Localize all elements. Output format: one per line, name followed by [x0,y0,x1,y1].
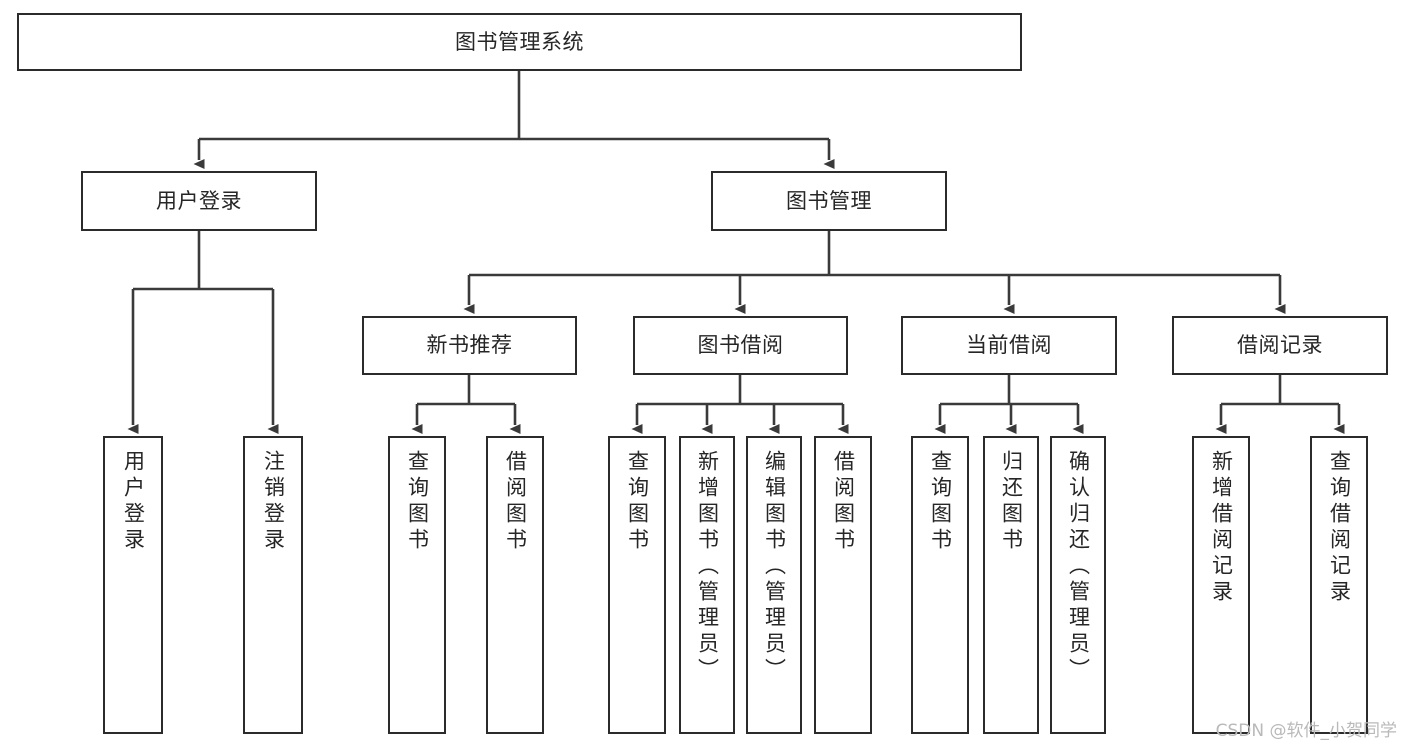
node-book-manage-label: 图书管理 [786,188,872,213]
leaf-query-book-3[interactable]: 查询图书 [911,436,969,734]
leaf-query-record-label: 查询借阅记录 [1327,450,1352,606]
node-book-borrow-label: 图书借阅 [697,333,784,358]
leaf-return-book[interactable]: 归还图书 [983,436,1039,734]
leaf-add-record-label: 新增借阅记录 [1209,450,1234,606]
node-new-book-recommend[interactable]: 新书推荐 [362,316,577,375]
leaf-add-record[interactable]: 新增借阅记录 [1192,436,1250,734]
leaf-edit-book-label: 编辑图书（管理员） [762,450,787,684]
node-book-manage[interactable]: 图书管理 [711,171,947,231]
node-root-label: 图书管理系统 [455,29,584,54]
leaf-user-logout[interactable]: 注销登录 [243,436,303,734]
node-borrow-record-label: 借阅记录 [1237,333,1323,358]
leaf-confirm-return[interactable]: 确认归还（管理员） [1050,436,1106,734]
leaf-return-book-label: 归还图书 [999,450,1024,554]
node-current-borrow-label: 当前借阅 [966,333,1052,358]
leaf-borrow-book-1-label: 借阅图书 [503,450,528,554]
leaf-add-book[interactable]: 新增图书（管理员） [679,436,735,734]
leaf-user-login-label: 用户登录 [121,450,146,554]
node-borrow-record[interactable]: 借阅记录 [1172,316,1388,375]
node-user-login[interactable]: 用户登录 [81,171,317,231]
leaf-query-book-1-label: 查询图书 [405,450,430,554]
leaf-query-book-2[interactable]: 查询图书 [608,436,666,734]
node-user-login-label: 用户登录 [156,188,242,213]
leaf-user-logout-label: 注销登录 [261,450,286,554]
leaf-add-book-label: 新增图书（管理员） [695,450,720,684]
node-new-book-recommend-label: 新书推荐 [426,333,513,358]
leaf-borrow-book-2-label: 借阅图书 [831,450,856,554]
leaf-borrow-book-2[interactable]: 借阅图书 [814,436,872,734]
node-root[interactable]: 图书管理系统 [17,13,1022,71]
leaf-edit-book[interactable]: 编辑图书（管理员） [746,436,802,734]
leaf-borrow-book-1[interactable]: 借阅图书 [486,436,544,734]
leaf-query-book-1[interactable]: 查询图书 [388,436,446,734]
leaf-confirm-return-label: 确认归还（管理员） [1066,450,1091,684]
leaf-query-book-3-label: 查询图书 [928,450,953,554]
leaf-user-login[interactable]: 用户登录 [103,436,163,734]
node-book-borrow[interactable]: 图书借阅 [633,316,848,375]
leaf-query-record[interactable]: 查询借阅记录 [1310,436,1368,734]
watermark-text: CSDN @软件_小贺同学 [1215,721,1397,741]
leaf-query-book-2-label: 查询图书 [625,450,650,554]
node-current-borrow[interactable]: 当前借阅 [901,316,1117,375]
